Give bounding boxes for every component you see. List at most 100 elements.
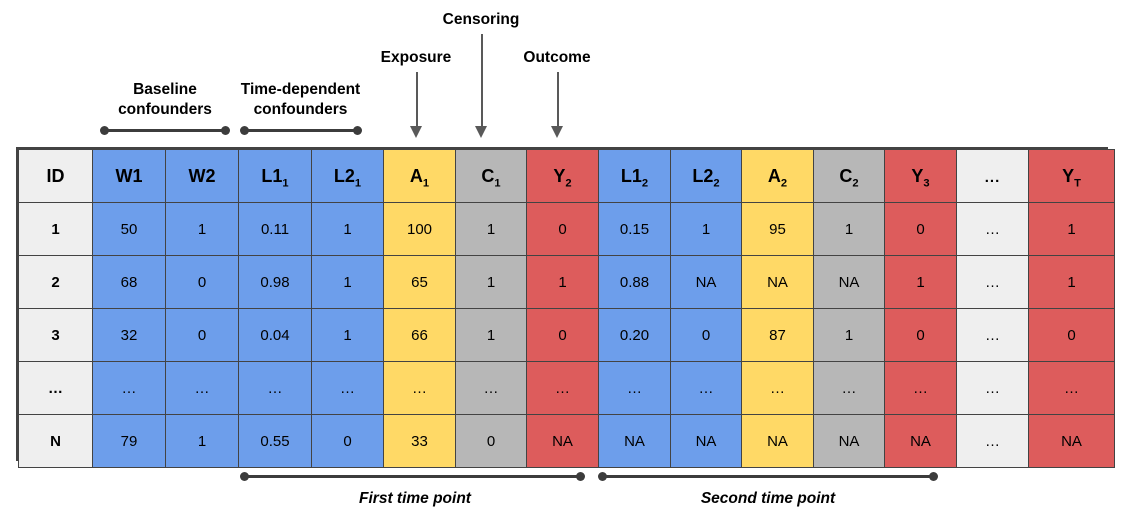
bracket-second-time-point [598, 472, 938, 481]
column-header-label: L1 [261, 165, 283, 186]
column-header-subscript: 3 [923, 177, 930, 190]
arrow-outcome [551, 72, 564, 138]
table-cell: NA [741, 255, 814, 309]
table-cell: 1 [884, 255, 957, 309]
table-cell: … [165, 361, 239, 415]
arrow-exposure [410, 72, 423, 138]
annotation-label-outcome: Outcome [523, 49, 591, 66]
bracket-dot-right [576, 472, 585, 481]
table-cell: 1 [813, 308, 885, 362]
table-cell: 1 [1028, 202, 1115, 256]
table-cell: … [956, 414, 1029, 468]
table-cell: … [1028, 361, 1115, 415]
column-header-w1: W1 [92, 149, 166, 203]
table-cell: 0.98 [238, 255, 312, 309]
annotation-label-exposure: Exposure [380, 49, 452, 66]
arrow-shaft [556, 72, 559, 127]
row-id-cell: 2 [18, 255, 93, 309]
table-cell: NA [526, 414, 599, 468]
column-header-id: ID [18, 149, 93, 203]
table-cell: … [956, 308, 1029, 362]
column-header-y-t: YT [1028, 149, 1115, 203]
table-cell: … [670, 361, 742, 415]
annotation-label-first-time-point: First time point [359, 490, 471, 507]
column-header-label: C [481, 165, 495, 186]
column-header-l2-1: L21 [311, 149, 384, 203]
bracket-baseline-confounders [100, 126, 230, 135]
row-id-cell: N [18, 414, 93, 468]
annotation-label-second-time-point: Second time point [700, 490, 836, 507]
bracket-bar [244, 129, 358, 132]
table-cell: … [956, 202, 1029, 256]
column-header-label: L1 [620, 165, 642, 186]
table-cell: 0 [165, 255, 239, 309]
table-cell: … [238, 361, 312, 415]
column-header-subscript: 1 [354, 177, 362, 190]
bracket-time-dependent-confounders [240, 126, 362, 135]
table-cell: 1 [526, 255, 599, 309]
column-header-label: ... [984, 168, 1001, 186]
table-cell: NA [1028, 414, 1115, 468]
table-cell: 1 [311, 255, 384, 309]
table-cell: 1 [455, 202, 527, 256]
table-cell: 1 [670, 202, 742, 256]
table-cell: NA [884, 414, 957, 468]
column-header-label: W2 [188, 165, 216, 186]
bracket-bar [104, 129, 226, 132]
table-cell: 1 [165, 202, 239, 256]
column-header-a-1: A1 [383, 149, 456, 203]
table-cell: NA [813, 255, 885, 309]
column-header-a-2: A2 [741, 149, 814, 203]
table-cell: … [92, 361, 166, 415]
column-header-label: W1 [115, 165, 143, 186]
annotation-label-baseline-confounders: Baseline confounders [118, 81, 212, 118]
table-cell: … [455, 361, 527, 415]
table-cell: 1 [455, 255, 527, 309]
table-cell: … [813, 361, 885, 415]
table-cell: 50 [92, 202, 166, 256]
arrow-censoring [475, 34, 488, 138]
table-cell: 1 [311, 202, 384, 256]
bracket-first-time-point [240, 472, 585, 481]
column-header-subscript: 2 [565, 177, 572, 190]
table-cell: 1 [813, 202, 885, 256]
table-cell: … [741, 361, 814, 415]
table-cell: 0 [884, 308, 957, 362]
table-cell: 0 [884, 202, 957, 256]
table-cell: … [884, 361, 957, 415]
column-header-label: C [839, 165, 853, 186]
table-cell: NA [813, 414, 885, 468]
column-header-label: A [767, 165, 781, 186]
bracket-bar [244, 475, 581, 478]
column-header-c-1: C1 [455, 149, 527, 203]
bracket-dot-right [221, 126, 230, 135]
column-header-label: Y [1062, 165, 1075, 186]
column-header-l1-2: L12 [598, 149, 671, 203]
row-id-cell: … [18, 361, 93, 415]
column-header-subscript: 2 [713, 177, 720, 190]
column-header-subscript: 2 [641, 177, 649, 190]
table-row: ……………………………………… [18, 361, 1115, 415]
table-cell: NA [670, 255, 742, 309]
annotation-label-time-dependent-confounders: Time-dependent confounders [240, 81, 361, 118]
arrow-head [551, 126, 563, 138]
annotation-label-censoring: Censoring [442, 11, 520, 28]
column-header-label: Y [911, 165, 924, 186]
column-header-subscript: 1 [282, 177, 289, 190]
table-cell: … [598, 361, 671, 415]
table-cell: 0.04 [238, 308, 312, 362]
table-cell: 1 [311, 308, 384, 362]
table-cell: 0 [455, 414, 527, 468]
column-header-y-2: Y2 [526, 149, 599, 203]
column-header-label: L2 [333, 165, 355, 186]
column-header-dots: ... [956, 149, 1029, 203]
table-cell: 95 [741, 202, 814, 256]
column-header-y-3: Y3 [884, 149, 957, 203]
column-header-subscript: 2 [852, 177, 859, 190]
column-header-subscript: 1 [494, 177, 501, 190]
